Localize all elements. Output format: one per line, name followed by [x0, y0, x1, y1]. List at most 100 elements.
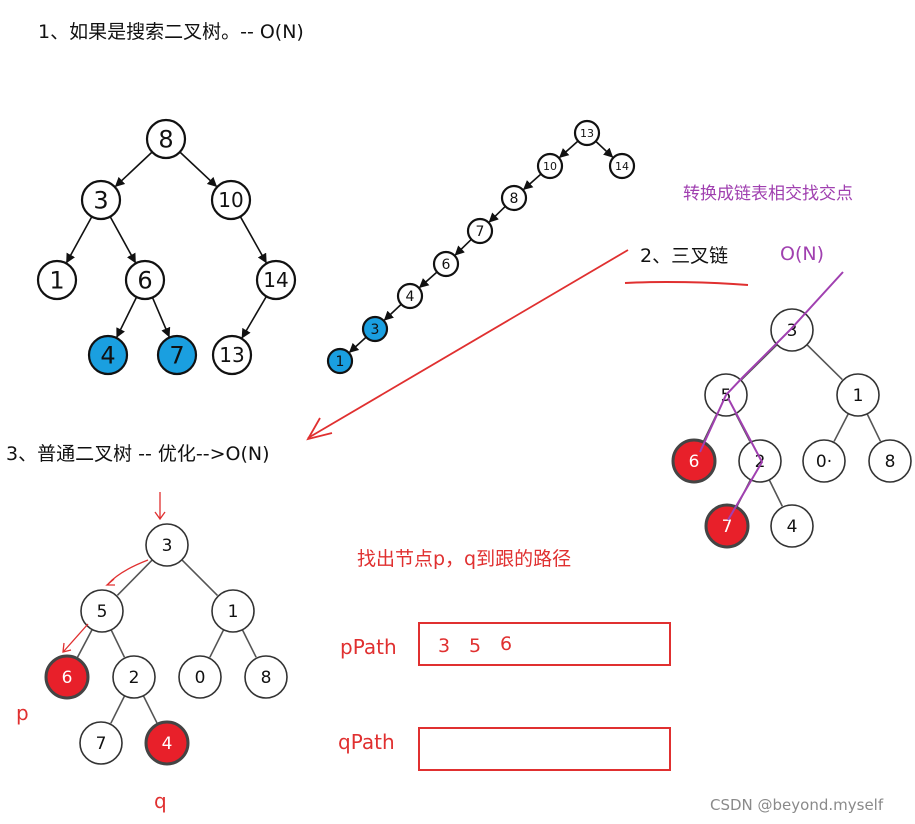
heading-tri-link: 2、三叉链: [640, 245, 728, 267]
node-label: 7: [476, 224, 485, 240]
node-label: 6: [689, 452, 700, 472]
tree-node-general: 3: [145, 523, 189, 567]
node-circle: [671, 438, 717, 484]
tree-edge-chain: [348, 336, 367, 353]
node-label: 2: [755, 452, 766, 472]
tree-edge-general: [110, 695, 126, 724]
tree-edge-general: [209, 629, 225, 658]
qpath-label: qPath: [338, 730, 395, 754]
node-circle: [112, 655, 156, 699]
tree-node-tri: 7: [704, 503, 750, 549]
node-circle: [573, 119, 601, 147]
node-label: 8: [885, 452, 896, 472]
node-label: 4: [162, 734, 173, 754]
node-circle: [211, 589, 255, 633]
tree-edge-bst: [179, 151, 218, 187]
red-arrow-head: [306, 417, 333, 441]
red-arrow-annotation: [307, 249, 629, 439]
tree-edge-bst: [151, 297, 171, 338]
node-label: 7: [96, 734, 107, 754]
node-circle: [210, 179, 252, 221]
tree-edge-general: [142, 695, 158, 724]
tree-node-general: 1: [211, 589, 255, 633]
node-label: 6: [137, 267, 152, 295]
tree-node-tri: 1: [836, 373, 880, 417]
node-circle: [466, 217, 494, 245]
node-circle: [361, 315, 389, 343]
tree-node-bst: 1: [36, 259, 78, 301]
tree-node-chain: 8: [500, 184, 528, 212]
parent-path-annotation: [699, 271, 844, 521]
tree-node-tri: 6: [671, 438, 717, 484]
tree-edge-tri: [806, 344, 843, 381]
tree-node-bst: 7: [156, 334, 198, 376]
node-circle: [36, 259, 78, 301]
node-label: 4: [787, 517, 798, 537]
ppath-value: 5: [469, 635, 481, 657]
tree-node-bst: 4: [87, 334, 129, 376]
tree-edge-general: [110, 629, 126, 658]
node-label: 14: [615, 160, 629, 173]
node-label: 8: [158, 126, 173, 154]
tree-edge-chain: [488, 205, 506, 223]
tree-node-chain: 14: [608, 152, 636, 180]
q-label: q: [154, 789, 167, 813]
tree-edge-bst: [116, 296, 138, 338]
node-circle: [738, 439, 782, 483]
tree-node-chain: 13: [573, 119, 601, 147]
tree-node-chain: 6: [432, 250, 460, 278]
node-label: 3: [162, 536, 173, 556]
node-circle: [80, 589, 124, 633]
tree-node-chain: 4: [396, 282, 424, 310]
tree-node-general: 4: [144, 720, 190, 766]
convert-note: 转换成链表相交找交点: [683, 184, 853, 204]
tree-edge-bst: [65, 216, 93, 264]
node-label: 1: [228, 602, 239, 622]
start-arrow-annotation: [154, 492, 166, 521]
tree-node-tri: 8: [868, 439, 912, 483]
tree-edge-bst: [109, 216, 137, 264]
convert-complexity-note: O(N): [780, 243, 824, 265]
tree-node-tri: 3: [770, 308, 814, 352]
node-circle: [124, 259, 166, 301]
node-circle: [396, 282, 424, 310]
tree-edge-general: [116, 559, 153, 596]
tree-edge-chain: [522, 173, 542, 191]
tree-node-general: 0: [178, 655, 222, 699]
node-circle: [608, 152, 636, 180]
node-label: 0: [195, 668, 206, 688]
tree-node-bst: 6: [124, 259, 166, 301]
node-circle: [704, 503, 750, 549]
node-circle: [836, 373, 880, 417]
node-circle: [770, 504, 814, 548]
tree-node-bst: 13: [211, 334, 253, 376]
tree-node-chain: 1: [326, 347, 354, 375]
step-arrow-1: [105, 559, 149, 586]
node-circle: [244, 655, 288, 699]
heading-underline-annotation: [624, 280, 749, 286]
node-label: 5: [97, 602, 108, 622]
node-label: 10: [543, 160, 557, 173]
node-label: 2: [129, 668, 140, 688]
tree-node-bst: 3: [80, 179, 122, 221]
node-label: 8: [510, 191, 519, 207]
node-label: 1: [336, 354, 345, 370]
node-circle: [44, 654, 90, 700]
node-circle: [144, 720, 190, 766]
tree-node-general: 6: [44, 654, 90, 700]
ppath-value: 3: [438, 635, 450, 657]
tree-edge-bst: [241, 295, 268, 339]
tree-edge-chain: [383, 303, 402, 321]
find-paths-note: 找出节点p，q到跟的路径: [357, 548, 571, 570]
node-label: 4: [100, 342, 115, 370]
node-label: 10: [218, 188, 243, 212]
node-circle: [432, 250, 460, 278]
node-label: 1: [49, 267, 64, 295]
ppath-box: [418, 622, 671, 666]
node-circle: [79, 721, 123, 765]
tree-edge-tri: [833, 413, 850, 442]
tree-node-general: 8: [244, 655, 288, 699]
heading-search-tree: 1、如果是搜索二叉树。-- O(N): [38, 21, 304, 43]
heading-general-tree: 3、普通二叉树 -- 优化-->O(N): [6, 443, 270, 465]
